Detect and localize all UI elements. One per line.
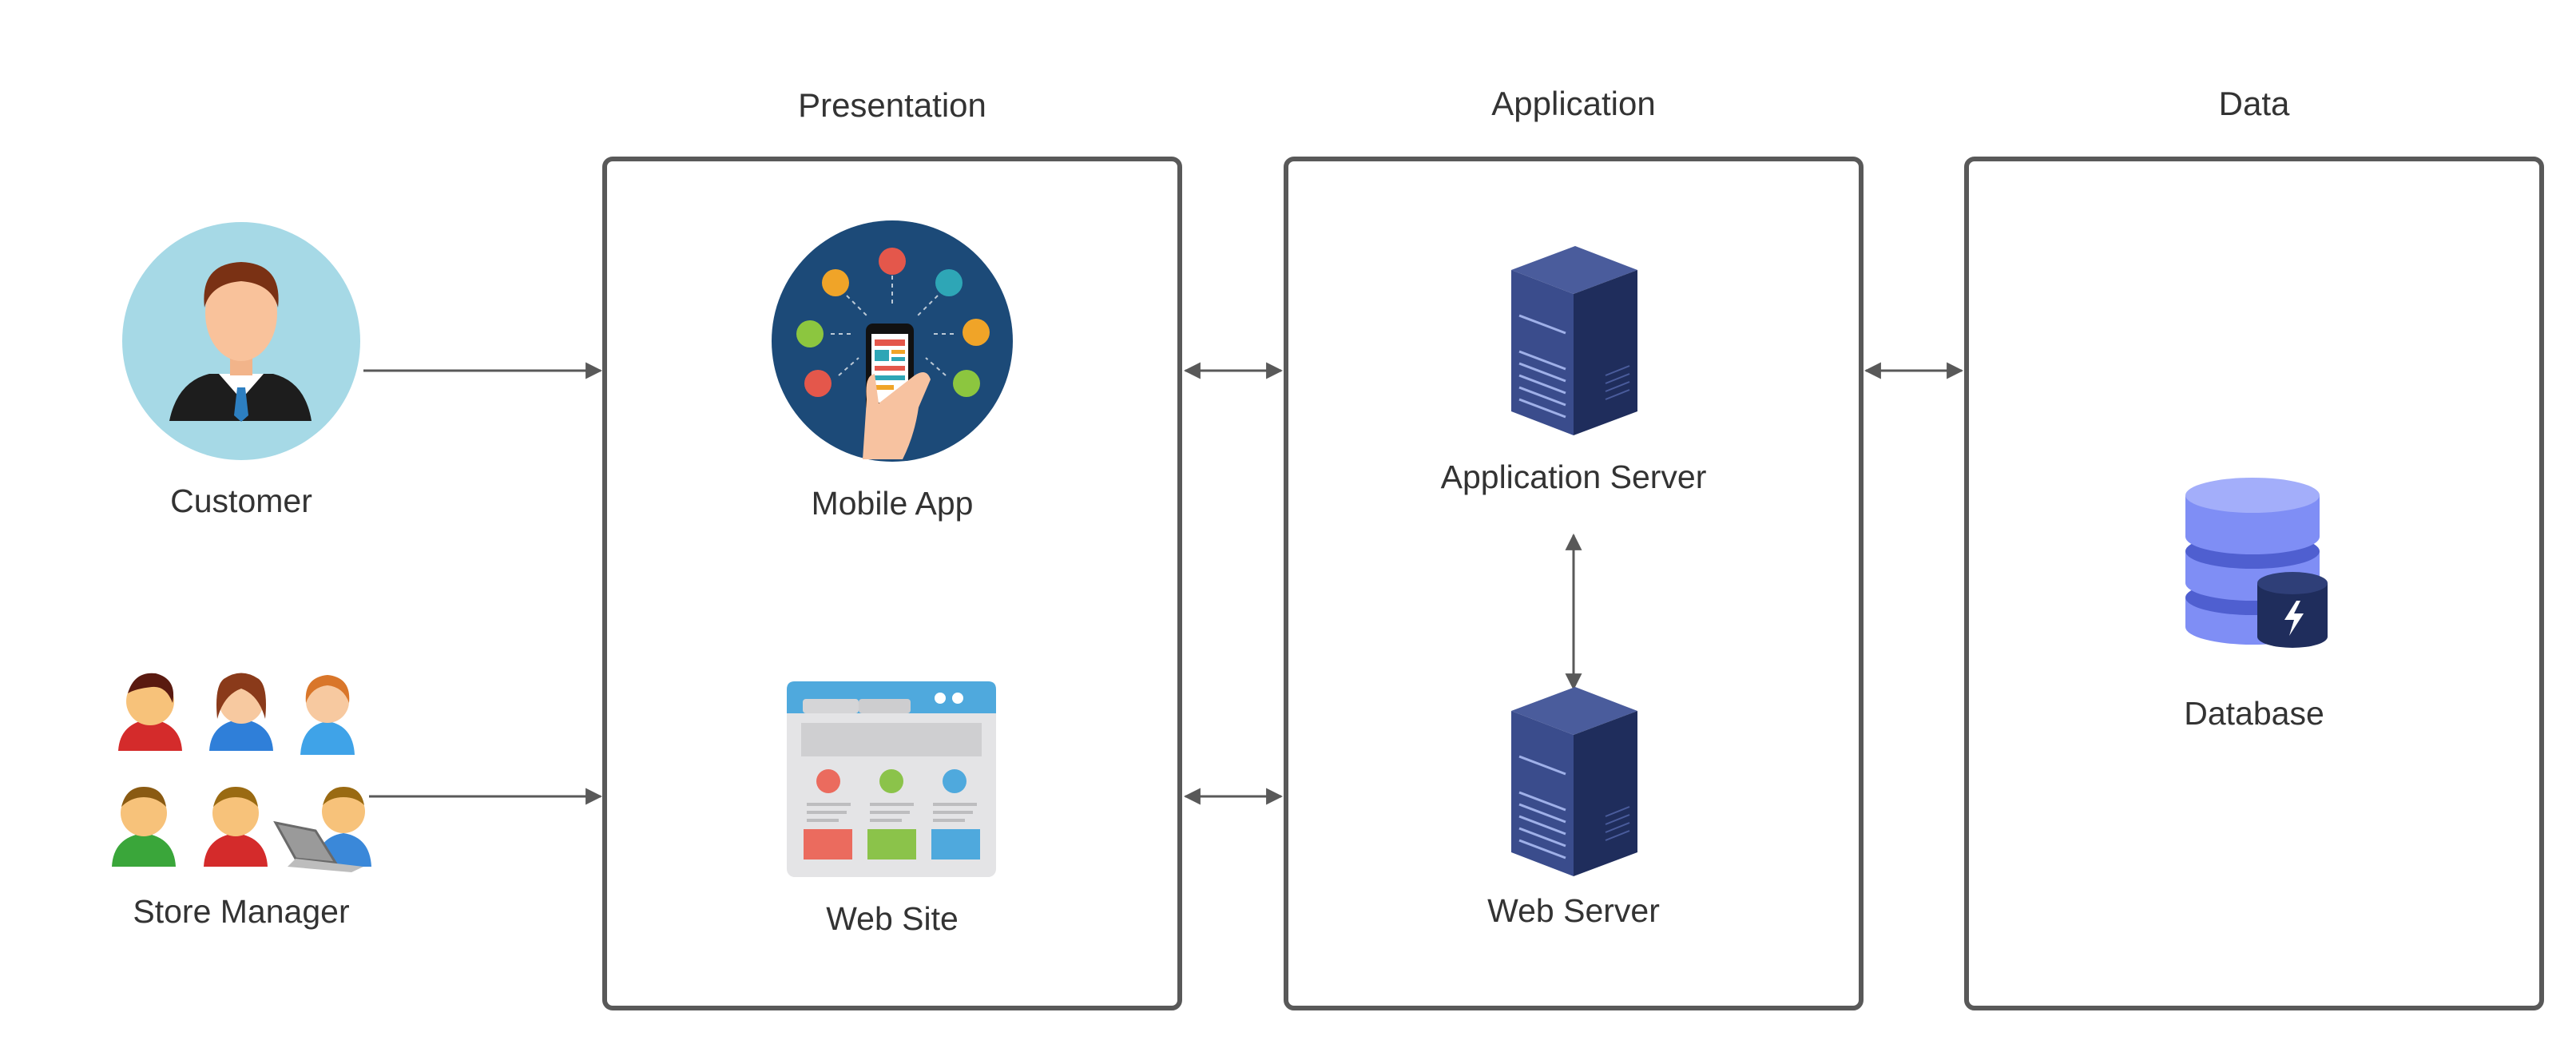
- mobile-app-icon: [772, 220, 1013, 462]
- application-layer-box: [1284, 157, 1864, 1010]
- application-server-label: Application Server: [1440, 459, 1707, 495]
- data-layer-title: Data: [2218, 85, 2290, 122]
- mobile-app-label: Mobile App: [811, 485, 974, 522]
- presentation-layer-title: Presentation: [798, 86, 986, 124]
- web-site-label: Web Site: [826, 900, 959, 937]
- application-layer-title: Application: [1491, 85, 1656, 122]
- web-server-label: Web Server: [1487, 892, 1660, 929]
- application-server-icon: [1511, 246, 1637, 435]
- database-icon: [2185, 478, 2328, 648]
- data-layer-box: [1964, 157, 2544, 1010]
- presentation-layer-box: [602, 157, 1182, 1010]
- customer-icon: [122, 222, 360, 460]
- web-server-icon: [1511, 687, 1637, 876]
- customer-label: Customer: [170, 482, 312, 519]
- web-site-icon: [787, 681, 996, 877]
- database-label: Database: [2184, 695, 2324, 732]
- store-manager-label: Store Manager: [133, 893, 350, 930]
- store-manager-icon: [112, 673, 371, 872]
